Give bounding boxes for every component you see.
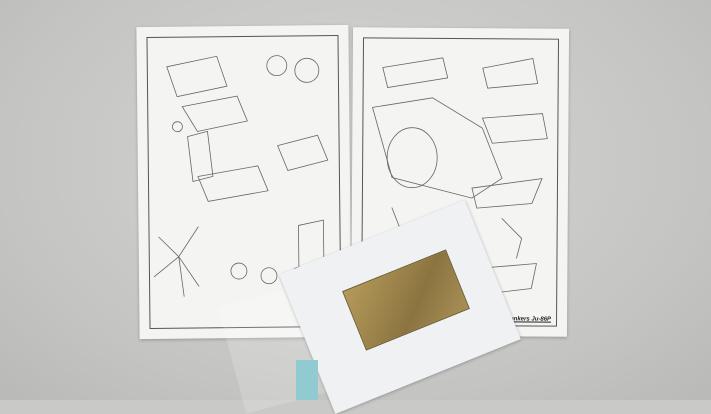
blue-tab	[296, 360, 318, 400]
assembly-drawings-right	[372, 57, 548, 294]
instruction-page-right: Junkers Ju-86P	[350, 27, 570, 337]
